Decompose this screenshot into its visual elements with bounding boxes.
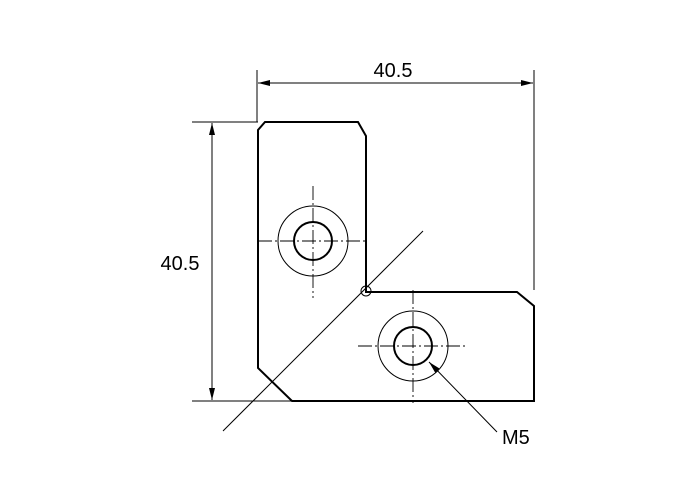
l-bracket-outline [257, 121, 535, 402]
height-dimension-label: 40.5 [161, 253, 200, 275]
width-dimension-label: 40.5 [374, 60, 413, 82]
diagonal-line [222, 230, 424, 432]
inner-corner-relief [360, 285, 372, 297]
thread-callout-label: M5 [502, 427, 530, 449]
thread-leader-line [428, 361, 498, 433]
